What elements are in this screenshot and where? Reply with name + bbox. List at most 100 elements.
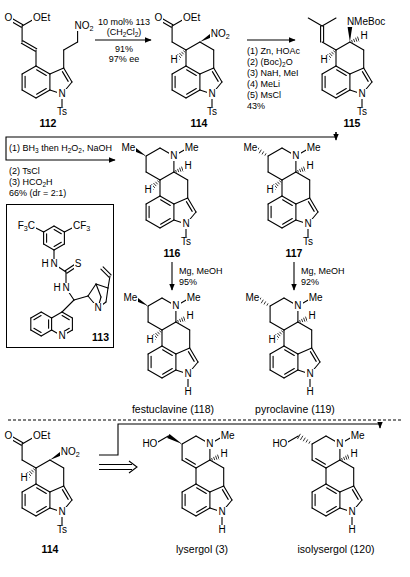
bond-line: [172, 74, 173, 90]
atom-label: N: [93, 303, 102, 313]
atom-label: H: [183, 161, 192, 171]
bond-line: [88, 284, 96, 296]
reagent-text: (3) NaH, MeI: [246, 69, 300, 78]
reagent-text: (1) Zn, HOAc: [246, 47, 301, 56]
compound-label: 112: [1, 118, 95, 130]
atom-label: Me: [184, 143, 200, 153]
bond-line: [212, 72, 218, 82]
atom-label: Ts: [56, 107, 68, 117]
bond-line: [54, 226, 64, 232]
bond-line: [161, 330, 162, 346]
bond-line: [265, 154, 267, 156]
wedge-bond: [348, 27, 353, 42]
bond-line: [270, 322, 284, 330]
bond-line: [182, 52, 184, 54]
atom-label: O: [3, 431, 13, 441]
bond-line: [22, 492, 23, 508]
bond-line: [180, 53, 182, 56]
atom-label: N: [49, 259, 58, 269]
atom-label: N: [57, 89, 66, 99]
bond-line: [196, 460, 210, 468]
bond-line: [172, 90, 186, 98]
bond-line: [211, 458, 213, 460]
bond-line: [325, 468, 326, 484]
atom-label: Me: [306, 143, 322, 153]
bond-line: [309, 442, 311, 444]
bond-line: [177, 169, 179, 171]
bond-line: [280, 181, 281, 182]
bond-line: [175, 170, 177, 172]
bond-line: [285, 350, 295, 356]
reaction-arrow: [6, 132, 336, 160]
bond-line: [306, 440, 307, 442]
reagent-text: 66% (dr = 2:1): [8, 189, 67, 198]
bond-line: [336, 90, 350, 98]
bond-line: [175, 354, 176, 370]
bond-line: [175, 76, 176, 87]
bond-line: [182, 460, 196, 468]
bond-line: [30, 318, 31, 330]
bond-line: [283, 330, 284, 346]
bond-line: [282, 172, 296, 180]
atom-label: H: [183, 387, 192, 397]
bond-line: [322, 18, 336, 26]
bond-line: [325, 76, 326, 87]
bond-line: [63, 50, 64, 68]
bond-line: [326, 460, 340, 468]
bond-line: [34, 469, 35, 470]
compound-label: lysergol (3): [137, 544, 267, 556]
atom-label: N: [169, 151, 178, 161]
bond-line: [176, 348, 190, 354]
compound-label: pyroclavine (119): [237, 404, 353, 416]
bond-line: [182, 444, 183, 460]
bond-line: [299, 169, 301, 171]
bond-line: [54, 230, 61, 234]
reagent-text: 91%: [114, 45, 134, 54]
bond-line: [326, 508, 340, 516]
bond-line: [268, 220, 282, 228]
bond-line: [146, 172, 160, 180]
atom-label: Ts: [180, 237, 192, 247]
bond-line: [223, 468, 224, 486]
bond-line: [270, 346, 284, 354]
bond-line: [282, 196, 296, 204]
reagent-text: (2) (Boc)2O: [246, 58, 294, 67]
atom-label: N: [207, 89, 216, 99]
bond-line: [74, 296, 88, 300]
bond-line: [64, 232, 65, 244]
bond-line: [197, 488, 207, 494]
bond-line: [148, 322, 162, 330]
bond-line: [96, 284, 101, 297]
bond-line: [340, 460, 354, 468]
bond-line: [184, 51, 185, 52]
bond-line: [268, 172, 282, 180]
bond-line: [22, 26, 23, 42]
bond-line: [187, 70, 197, 76]
bond-line: [312, 444, 313, 460]
bond-line: [259, 150, 261, 153]
bond-line: [51, 318, 52, 330]
atom-label: H: [349, 449, 358, 459]
bond-line: [337, 70, 347, 76]
bond-line: [62, 72, 68, 82]
bond-line: [284, 346, 298, 354]
bond-line: [196, 484, 210, 492]
bond-line: [363, 50, 364, 68]
atom-label: Me: [244, 293, 260, 303]
bond-line: [21, 43, 35, 51]
atom-label: Me: [122, 293, 138, 303]
atom-label: Me: [220, 431, 236, 441]
bond-line: [149, 206, 150, 217]
atom-label: OEt: [32, 13, 51, 23]
bond-line: [322, 66, 336, 74]
bond-line: [174, 172, 188, 180]
atom-label: H: [359, 31, 368, 41]
bond-line: [298, 348, 312, 354]
bond-line: [200, 68, 214, 74]
bond-line: [351, 40, 353, 42]
bond-line: [312, 436, 326, 444]
atom-label: Ts: [302, 237, 314, 247]
bond-line: [182, 436, 196, 444]
bond-line: [36, 66, 50, 74]
bond-line: [334, 51, 335, 52]
